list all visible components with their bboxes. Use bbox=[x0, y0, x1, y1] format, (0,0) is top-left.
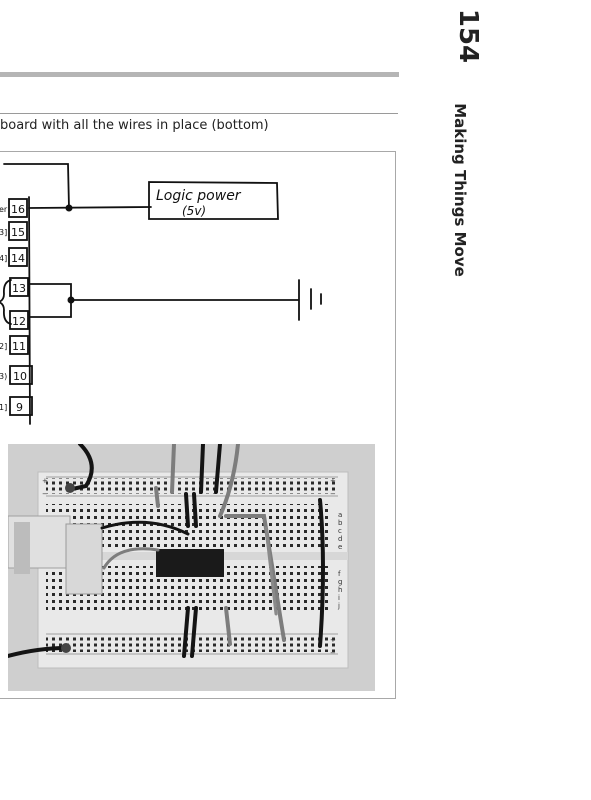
rail-minus-bottom: − bbox=[330, 649, 336, 657]
pin-label-12: 12 bbox=[12, 315, 26, 328]
ground-loop bbox=[28, 283, 72, 318]
logic-power-sub: (5v) bbox=[182, 204, 206, 218]
terminal-screw-top bbox=[65, 483, 75, 493]
wire-black-right bbox=[318, 498, 325, 648]
breadboard-drawing: a b c d e f g h i j + − + − + − bbox=[8, 444, 375, 691]
loop-wire bbox=[3, 163, 72, 209]
pin-label-11: 11 bbox=[12, 340, 26, 353]
pin-box-13 bbox=[9, 277, 29, 297]
page-number: 154 bbox=[448, 6, 488, 66]
figure-box: 16 15 14 13 12 11 10 9 er 3] 4] 2] 3) 1]… bbox=[0, 151, 396, 699]
pin-label-9: 9 bbox=[16, 401, 23, 414]
logic-power-label: Logic power bbox=[156, 188, 242, 204]
wire-gray-bottom bbox=[224, 606, 232, 646]
pin-prefix-14: 4] bbox=[0, 254, 7, 263]
figure-caption: board with all the wires in place (botto… bbox=[0, 118, 269, 133]
row-letter-d: d bbox=[338, 535, 342, 543]
pin-prefix-11: 2] bbox=[0, 342, 7, 351]
chip-right-edge bbox=[28, 196, 31, 425]
rail-plus-bottom: + bbox=[330, 636, 336, 644]
wire-black-top-2 bbox=[214, 444, 222, 494]
top-rule bbox=[0, 72, 399, 77]
wire-black-top-1 bbox=[199, 444, 205, 494]
wire-jumper-2 bbox=[192, 492, 198, 528]
pin-prefix-10: 3) bbox=[0, 372, 7, 381]
pin-label-16: 16 bbox=[11, 203, 25, 216]
wire-long-gray bbox=[224, 514, 286, 642]
logic-power-wire bbox=[28, 206, 152, 209]
wire-gray-rail bbox=[154, 486, 160, 508]
wire-black-top-left bbox=[66, 444, 94, 492]
rail-minus-top-left: − bbox=[42, 490, 48, 498]
pin-box-12 bbox=[9, 310, 29, 330]
wire-gray-top-2 bbox=[218, 444, 240, 518]
pin-prefix-16: er bbox=[0, 205, 8, 214]
wire-jumper-1 bbox=[184, 492, 190, 528]
junction-dot-ground bbox=[67, 296, 75, 304]
pin-box-11 bbox=[9, 335, 29, 355]
page-number-text: 154 bbox=[453, 8, 483, 64]
caption-rule bbox=[0, 113, 398, 114]
pin-box-15 bbox=[8, 221, 28, 241]
rail-plus-top-left: + bbox=[42, 477, 48, 485]
rail-minus-top: − bbox=[330, 490, 336, 498]
running-head-text: Making Things Move bbox=[451, 103, 469, 277]
row-letter-g: g bbox=[338, 578, 342, 586]
pin-box-9 bbox=[9, 396, 33, 416]
ic-chip bbox=[156, 549, 224, 577]
row-letter-h: h bbox=[338, 586, 342, 594]
wire-gray-top-1 bbox=[170, 444, 176, 494]
row-letter-j: j bbox=[337, 602, 340, 610]
pin-prefix-9: 1] bbox=[0, 403, 7, 412]
wire-curve-black bbox=[100, 520, 190, 536]
wire-curve-gray bbox=[102, 547, 160, 570]
junction-dot-power bbox=[65, 204, 73, 212]
pin-label-15: 15 bbox=[11, 226, 25, 239]
schematic-drawing: 16 15 14 13 12 11 10 9 er 3] 4] 2] 3) 1]… bbox=[0, 163, 322, 425]
row-letter-e: e bbox=[338, 543, 342, 551]
terminal-screw-bottom bbox=[61, 643, 71, 653]
logic-power-box bbox=[148, 181, 279, 220]
pin-label-14: 14 bbox=[11, 252, 25, 265]
pin-label-10: 10 bbox=[13, 370, 27, 383]
ground-symbol bbox=[298, 279, 322, 321]
wire-gray-mid bbox=[264, 526, 278, 616]
breadboard-photo: a b c d e f g h i j + − + − + − bbox=[8, 444, 375, 691]
pin-label-13: 13 bbox=[12, 282, 26, 295]
rail-plus-top: + bbox=[330, 477, 336, 485]
running-head: Making Things Move bbox=[445, 96, 475, 284]
pin-box-14 bbox=[8, 247, 28, 267]
row-letter-c: c bbox=[338, 527, 342, 535]
row-letter-f: f bbox=[338, 570, 341, 578]
row-letter-i: i bbox=[338, 594, 340, 602]
pin-brace bbox=[0, 279, 12, 325]
row-letter-b: b bbox=[338, 519, 343, 527]
wire-black-bottom-2 bbox=[190, 606, 198, 658]
pin-prefix-15: 3] bbox=[0, 228, 7, 237]
wire-black-bottom-1 bbox=[182, 606, 190, 658]
pin-box-16 bbox=[8, 198, 28, 218]
row-letter-a: a bbox=[338, 511, 342, 519]
pin-box-10 bbox=[9, 365, 33, 385]
